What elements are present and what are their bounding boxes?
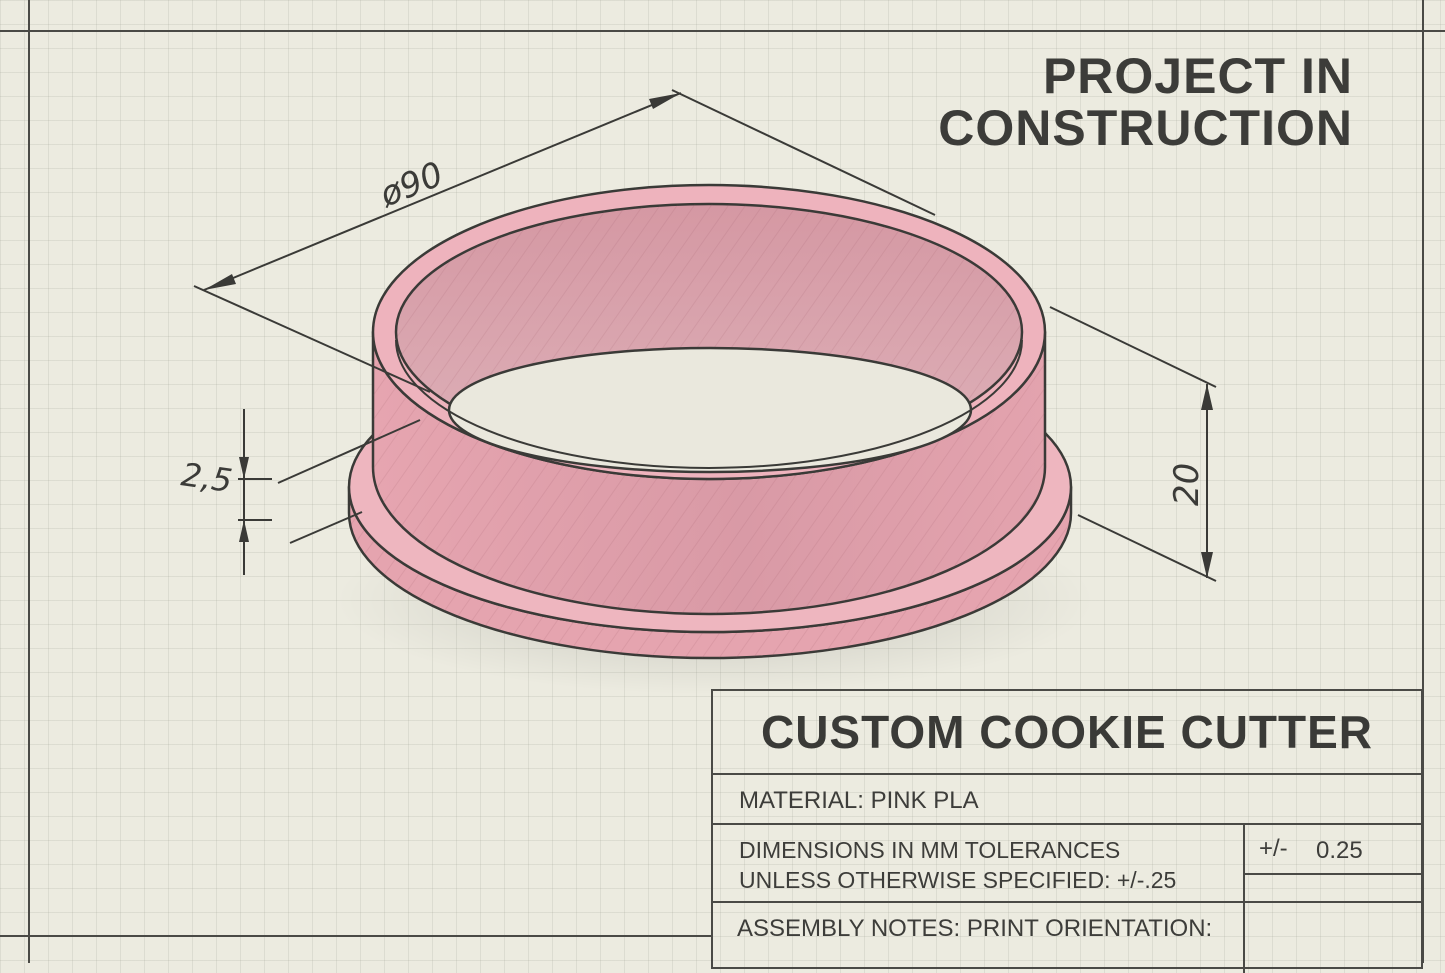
tolerance-cell-bottom [1243,873,1423,875]
cookie-cutter-part [347,183,1073,660]
tolerance-value: 0.25 [1316,837,1363,864]
dimension-lip-label: 2,5 [179,455,235,500]
dimension-diameter [193,89,936,393]
dimension-height [1049,306,1217,582]
notes-divider [1243,903,1245,973]
units-line-2: UNLESS OTHERWISE SPECIFIED: +/-.25 [739,867,1177,893]
dimension-height-label: 20 [1167,463,1207,506]
material-label: MATERIAL: PINK PLA [739,787,979,814]
notes-row: ASSEMBLY NOTES: PRINT ORIENTATION: [713,901,1421,973]
part-name: CUSTOM COOKIE CUTTER [760,706,1374,758]
units-line-1: DIMENSIONS IN MM TOLERANCES [739,837,1121,863]
dimension-lip [238,409,421,575]
project-title: PROJECT IN CONSTRUCTION [938,48,1353,156]
material-row: MATERIAL: PINK PLA [713,773,1421,825]
tolerance-divider [1243,825,1245,903]
dimension-diameter-label: ø90 [373,154,448,215]
tolerance-symbol: +/- [1259,835,1288,862]
title-block: CUSTOM COOKIE CUTTER MATERIAL: PINK PLA … [711,689,1423,973]
inner-opening [447,346,973,474]
assembly-notes: ASSEMBLY NOTES: PRINT ORIENTATION: [737,915,1213,942]
tolerance-row: DIMENSIONS IN MM TOLERANCES UNLESS OTHER… [713,823,1423,903]
